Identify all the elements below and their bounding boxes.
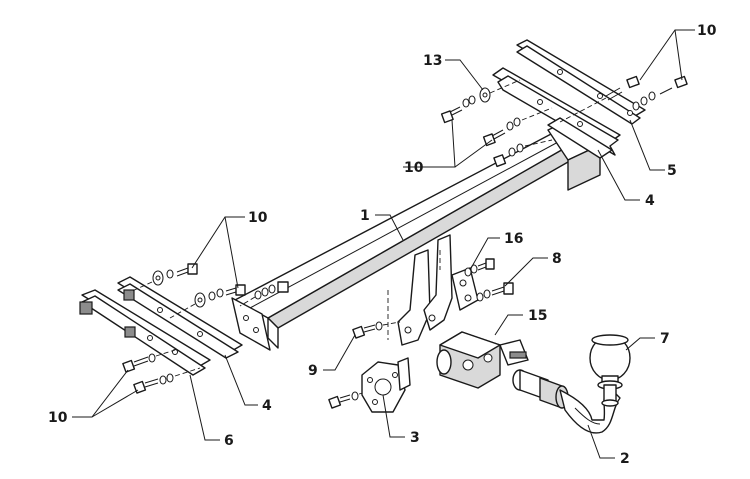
label-part-2: 2 [620,451,630,467]
label-part-10-center: 10 [404,160,424,176]
label-part-10-left-top: 10 [248,210,268,226]
label-part-10-left-bottom: 10 [48,410,68,426]
socket-plate [361,357,411,413]
electrical-socket [436,331,529,389]
label-part-5: 5 [667,163,677,179]
label-part-15: 15 [528,308,547,324]
label-part-7: 7 [660,331,670,347]
main-cross-beam [231,114,601,351]
tow-ball [589,334,631,407]
left-top-bolts [129,263,289,319]
label-part-10-top-right: 10 [697,23,717,39]
label-part-13: 13 [423,53,442,69]
left-side-plate-4 [117,276,243,359]
label-part-1: 1 [360,208,370,224]
left-bottom-bolts [122,349,201,394]
part-labels: 1 2 3 4 4 5 6 7 8 9 10 10 10 10 13 15 16 [48,23,717,467]
socket-bolts [328,321,401,409]
center-brackets [387,234,479,346]
label-part-9: 9 [308,363,318,379]
label-part-4-left: 4 [262,398,272,414]
right-inner-plate [547,117,613,159]
label-part-6: 6 [224,433,234,449]
bracket-bolts [464,258,514,302]
right-top-bolts [559,75,688,123]
label-part-8: 8 [552,251,562,267]
label-part-16: 16 [504,231,523,247]
leader-lines [72,29,695,459]
label-part-3: 3 [410,430,420,446]
left-side-plate-6 [79,289,211,376]
label-part-4-right: 4 [645,193,655,209]
right-front-bolts [440,79,553,168]
